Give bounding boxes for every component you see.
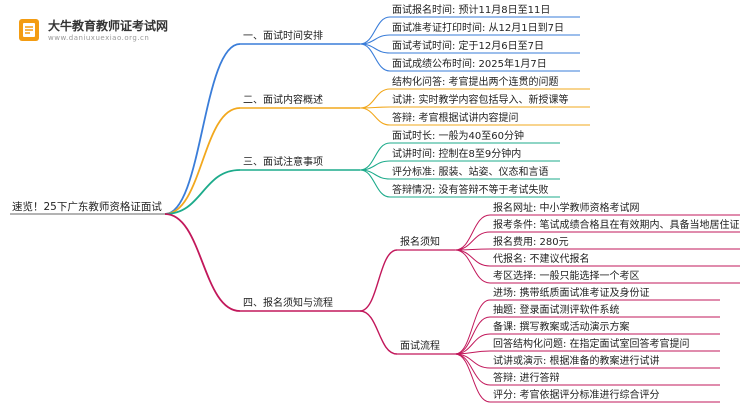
root-topic: 速览！25下广东教师资格证面试 <box>12 201 162 213</box>
branch-2-item-connector <box>359 88 391 109</box>
branch-1-item: 面试报名时间: 预计11月8日至11日 <box>392 5 551 16</box>
registration-item: 考区选择: 一般只能选择一个考区 <box>493 271 640 282</box>
book-logo-icon <box>19 19 39 41</box>
branch-3-item-connector <box>359 169 391 198</box>
registration-item: 报名费用: 280元 <box>493 237 569 248</box>
registration-item: 报考条件: 笔试成绩合格且在有效期内、具备当地居住证 <box>493 220 740 231</box>
subbranch-2-connector <box>359 310 398 355</box>
branch-3-item: 答辩情况: 没有答辩不等于考试失败 <box>392 185 549 196</box>
branch-1-connector <box>164 43 241 215</box>
branch-2-item: 结构化问答: 考官提出两个连贯的问题 <box>392 77 559 88</box>
branch-1-item: 面试成绩公布时间: 2025年1月7日 <box>392 59 547 70</box>
process-item: 回答结构化问题: 在指定面试室回答考官提问 <box>493 339 690 350</box>
branch-4-label: 四、报名须知与流程 <box>243 298 333 309</box>
subbranch-2-item-connector <box>454 353 491 386</box>
subbranch-2-item-connector <box>454 316 491 355</box>
subbranch-process-label: 面试流程 <box>400 341 440 352</box>
branch-2-item-connector <box>359 107 391 126</box>
logo-title: 大牛教育教师证考试网 <box>48 19 169 33</box>
branch-2-label: 二、面试内容概述 <box>243 95 323 106</box>
subbranch-1-item-connector <box>454 214 491 251</box>
process-item: 答辩: 进行答辩 <box>493 373 560 384</box>
branch-3-item: 评分标准: 服装、站姿、仪态和言语 <box>392 167 549 178</box>
process-item: 进场: 携带纸质面试准考证及身份证 <box>493 288 650 299</box>
subbranch-registration-label: 报名须知 <box>400 237 440 248</box>
subbranch-1-item-connector <box>454 249 491 267</box>
subbranch-1-connector <box>359 249 398 312</box>
branch-1-item: 面试考试时间: 定于12月6日至7日 <box>392 41 544 52</box>
branch-3-item: 试讲时间: 控制在8至9分钟内 <box>392 149 522 160</box>
registration-item: 代报名: 不建议代报名 <box>493 254 590 265</box>
branch-3-item: 面试时长: 一般为40至60分钟 <box>392 131 524 142</box>
subbranch-1-item-connector <box>454 249 491 284</box>
branch-2-connector <box>164 107 241 215</box>
branch-1-item: 面试准考证打印时间: 从12月1日到7日 <box>392 23 564 34</box>
process-item: 试讲或演示: 根据准备的教案进行试讲 <box>493 356 660 367</box>
branch-1-item-connector <box>359 43 391 72</box>
branch-2-item: 答辩: 考官根据试讲内容提问 <box>392 113 519 124</box>
subbranch-2-item-connector <box>454 353 491 403</box>
process-item: 抽题: 登录面试测评软件系统 <box>493 305 620 316</box>
process-item: 备课: 撰写教案或活动演示方案 <box>493 322 630 333</box>
branch-2-item: 试讲: 实时教学内容包括导入、新授课等 <box>392 95 569 106</box>
subbranch-1-item-connector <box>454 231 491 251</box>
logo-subtitle: www.daniuxuexiao.org.cn <box>48 34 150 42</box>
branch-4-connector <box>164 213 241 312</box>
branch-1-label: 一、面试时间安排 <box>243 31 323 42</box>
branch-3-label: 三、面试注意事项 <box>243 157 323 168</box>
subbranch-2-item-connector <box>454 299 491 355</box>
site-logo: 大牛教育教师证考试网 www.daniuxuexiao.org.cn <box>15 14 185 44</box>
branch-3-connector <box>164 169 241 215</box>
process-item: 评分: 考官依据评分标准进行综合评分 <box>493 390 660 401</box>
registration-item: 报名网址: 中小学教师资格考试网 <box>493 203 640 214</box>
